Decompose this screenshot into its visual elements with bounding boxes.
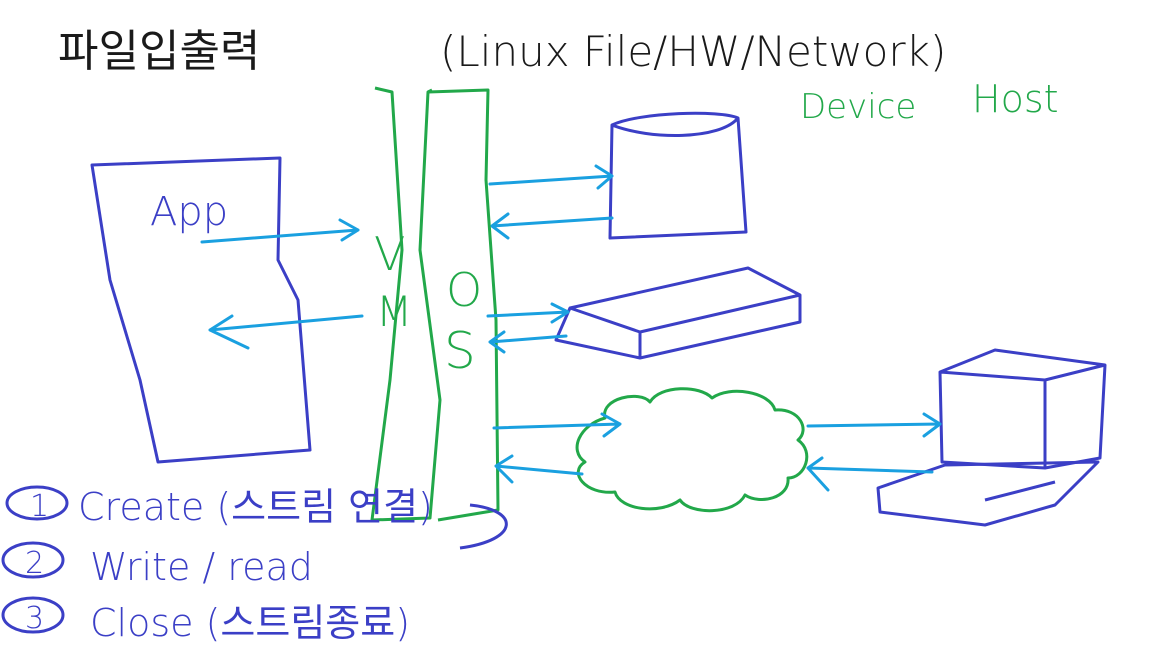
host-label: Host (972, 77, 1059, 121)
step-2-number: 2 (25, 546, 44, 581)
app-box (90, 156, 312, 464)
vm-label-v: V (374, 227, 405, 281)
network-cloud-shape (575, 387, 809, 513)
arrow-host-to-network (806, 456, 934, 492)
diagram-subtitle: (Linux File/HW/Network) (440, 27, 946, 76)
arrow-hw-to-os (488, 330, 568, 354)
step-1-bracket (459, 503, 508, 550)
app-label: App (150, 189, 228, 235)
hardware-device-shape (554, 266, 802, 360)
step-3: 3 Close (스트림종료) (1, 596, 410, 645)
step-1-number: 1 (30, 489, 49, 524)
arrow-os-to-hw (486, 302, 570, 324)
step-1-text: Create (스트림 연결) (78, 485, 433, 529)
arrow-app-to-vm (200, 218, 360, 244)
vm-label-m: M (376, 287, 412, 336)
host-computer-shape (938, 348, 1107, 470)
os-column (427, 88, 500, 522)
step-1: 1 Create (스트림 연결) (5, 485, 508, 550)
step-2: 2 Write / read (1, 541, 313, 589)
device-label: Device (800, 87, 916, 127)
arrow-network-to-host (806, 412, 942, 438)
host-keyboard-shape (876, 460, 1100, 527)
step-2-circle (1, 541, 65, 579)
file-storage-shape (608, 111, 748, 240)
arrow-os-to-file (488, 164, 614, 190)
step-1-circle (5, 485, 69, 521)
os-label-o: O (446, 263, 482, 317)
arrow-os-to-network (492, 412, 622, 438)
step-3-text: Close (스트림종료) (90, 601, 410, 645)
step-3-circle (1, 596, 65, 634)
arrow-file-to-os (490, 212, 614, 240)
os-label-s: S (444, 322, 476, 380)
arrow-network-to-os (494, 454, 584, 484)
diagram-title: 파일입출력 (58, 26, 260, 77)
step-2-text: Write / read (90, 545, 313, 589)
vm-column (370, 86, 442, 522)
step-3-number: 3 (25, 601, 44, 636)
arrow-vm-to-app (208, 314, 364, 350)
